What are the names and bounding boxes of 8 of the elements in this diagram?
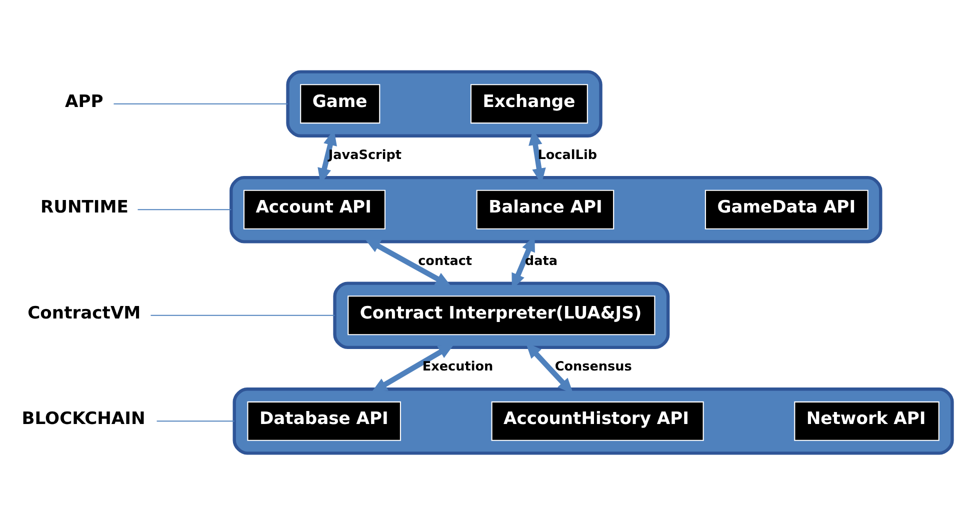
node-text: BLOCKCHAIN	[22, 408, 146, 429]
edge-label: Consensus	[554, 359, 632, 374]
edge-label: data	[524, 253, 558, 268]
node-text: ContractVM	[28, 302, 141, 323]
edge-label: Execution	[422, 359, 494, 374]
node-text: RUNTIME	[40, 197, 128, 218]
node-text: APP	[65, 91, 104, 112]
edge-label: contact	[418, 253, 472, 268]
